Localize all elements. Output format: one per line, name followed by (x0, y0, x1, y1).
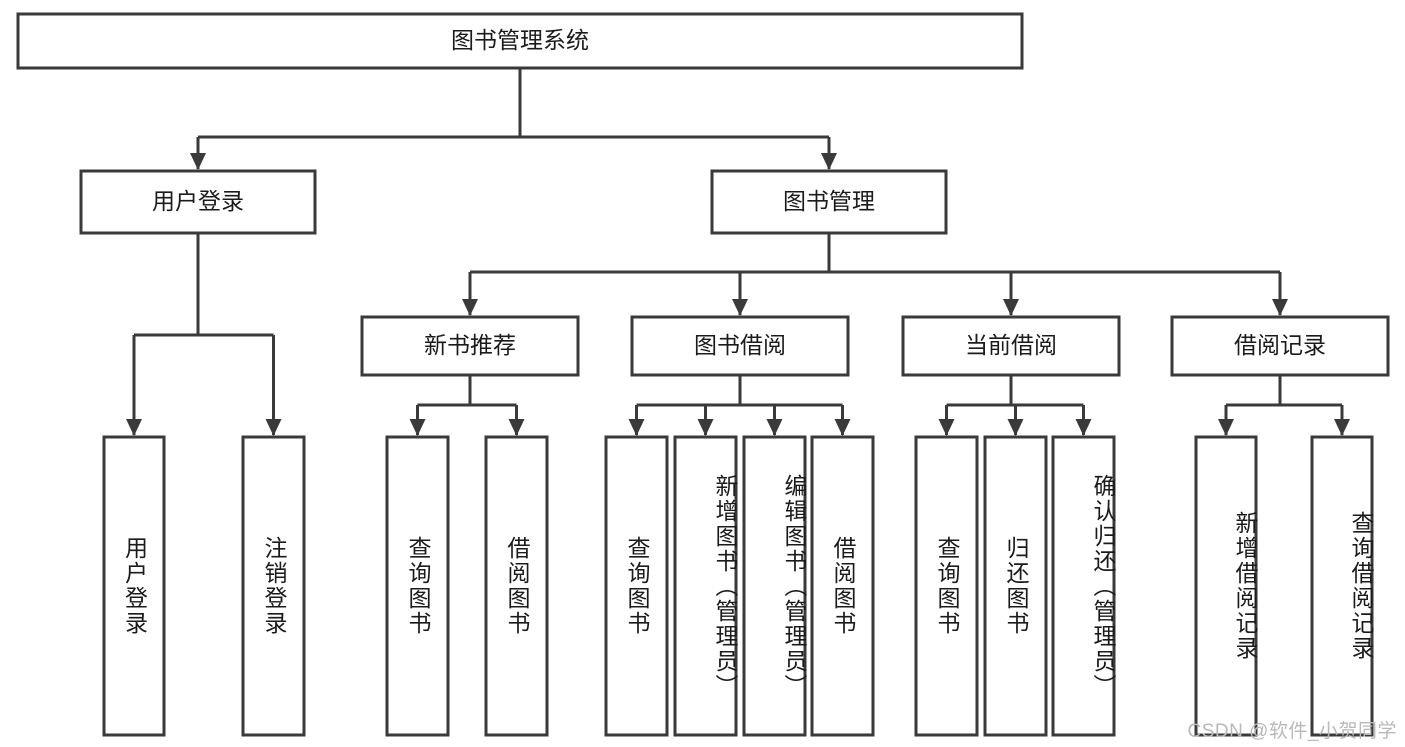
arrow-head-icon-query-borrow-record (1334, 419, 1350, 436)
node-label-new-book-recommend: 新书推荐 (424, 332, 516, 358)
node-box-book-management[interactable] (710, 169, 948, 235)
arrow-head-icon-add-book-admin (697, 419, 714, 436)
node-box-add-book-admin[interactable] (673, 435, 738, 737)
node-box-user-logout-leaf[interactable] (241, 435, 306, 737)
arrow-head-icon-add-borrow-record (1218, 419, 1234, 436)
arrow-head-icon-return-book (1007, 419, 1024, 436)
watermark-text: CSDN @软件_小贺同学 (1187, 721, 1397, 742)
connector-lines (126, 68, 1350, 436)
node-box-query-borrow-record[interactable] (1310, 435, 1374, 737)
node-box-book-borrow[interactable] (630, 315, 850, 377)
node-box-borrow-book-action[interactable] (810, 435, 875, 737)
node-box-edit-book-admin[interactable] (742, 435, 807, 737)
node-box-query-book-borrow[interactable] (604, 435, 669, 737)
arrow-head-icon-user-logout-leaf (265, 419, 282, 436)
node-box-confirm-return-admin[interactable] (1051, 435, 1116, 737)
arrow-head-icon-confirm-return-admin (1075, 419, 1092, 436)
arrow-head-icon-user-login-leaf (126, 419, 142, 436)
node-box-borrow-records[interactable] (1170, 315, 1390, 377)
node-box-root[interactable] (16, 12, 1024, 70)
arrow-head-icon-book-borrow (732, 299, 748, 316)
arrow-head-icon-book-management (821, 153, 837, 170)
node-label-root: 图书管理系统 (451, 27, 589, 53)
node-label-current-borrow: 当前借阅 (965, 332, 1057, 358)
arrow-head-icon-user-login (190, 153, 206, 170)
node-label-book-management: 图书管理 (783, 188, 875, 214)
arrow-head-icon-query-book-borrow (628, 419, 645, 436)
node-box-current-borrow[interactable] (901, 315, 1121, 377)
node-box-new-book-recommend[interactable] (360, 315, 580, 377)
arrow-head-icon-new-book-recommend (462, 299, 478, 316)
node-box-query-book-rec[interactable] (385, 435, 450, 737)
arrow-head-icon-edit-book-admin (766, 419, 783, 436)
arrow-head-icon-borrow-book-action (834, 419, 851, 436)
node-box-add-borrow-record[interactable] (1194, 435, 1258, 737)
node-box-query-book-current[interactable] (914, 435, 979, 737)
arrow-head-icon-query-book-current (938, 419, 955, 436)
node-box-user-login-leaf[interactable] (102, 435, 166, 737)
arrow-head-icon-borrow-book-rec (508, 419, 525, 436)
node-box-user-login[interactable] (79, 169, 317, 235)
node-box-return-book[interactable] (983, 435, 1048, 737)
node-label-borrow-records: 借阅记录 (1234, 332, 1326, 358)
arrow-head-icon-borrow-records (1272, 299, 1288, 316)
arrow-head-icon-current-borrow (1003, 299, 1019, 316)
node-label-user-login: 用户登录 (152, 188, 244, 214)
arrow-head-icon-query-book-rec (409, 419, 426, 436)
node-label-book-borrow: 图书借阅 (694, 332, 786, 358)
node-box-borrow-book-rec[interactable] (484, 435, 549, 737)
node-boxes (16, 12, 1390, 737)
